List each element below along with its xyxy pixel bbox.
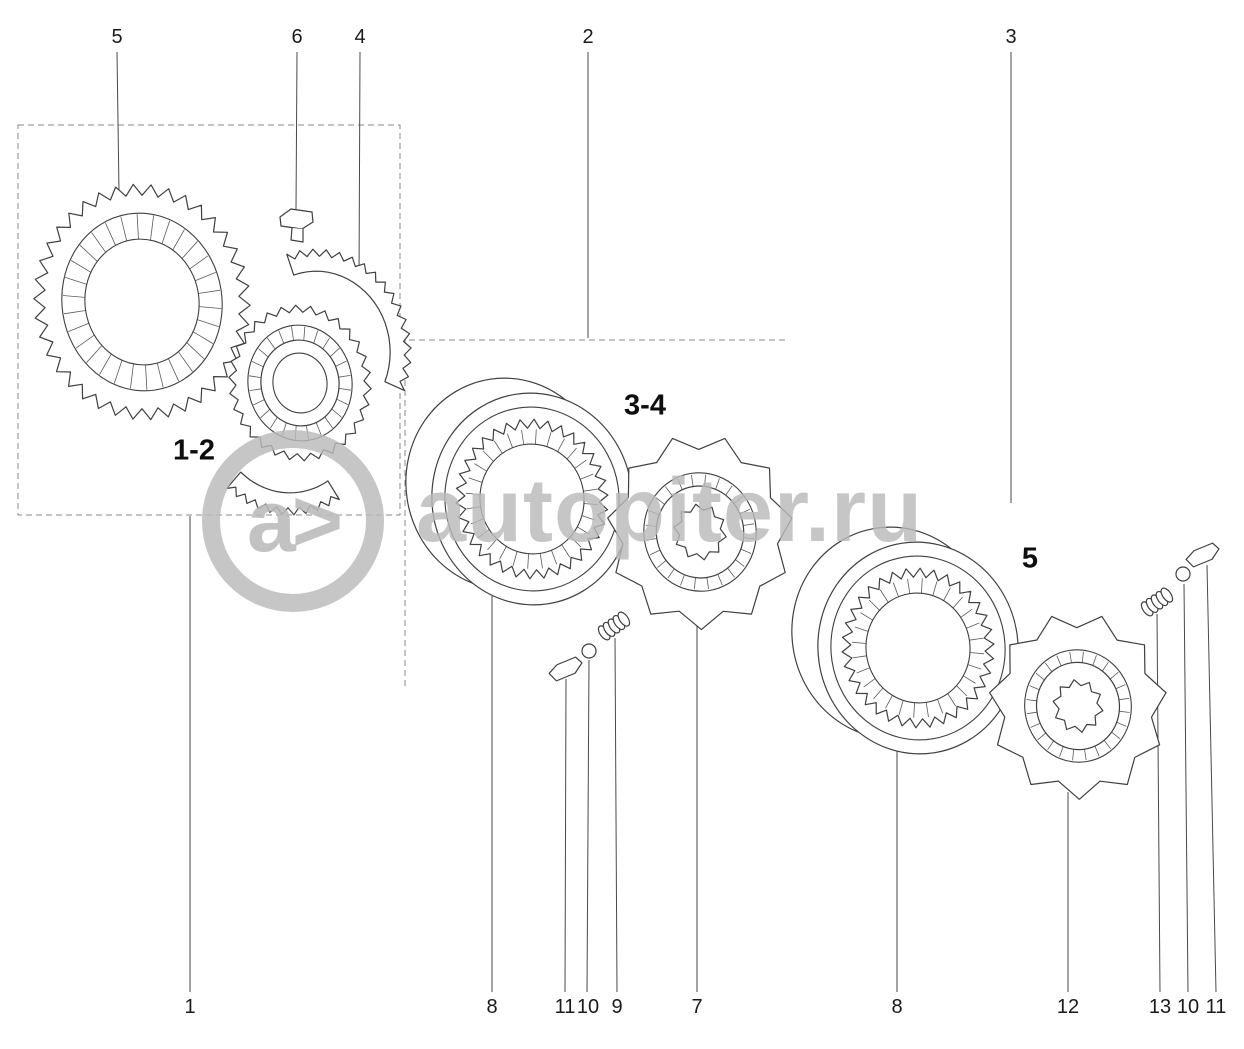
callout-bottom-12: 12 xyxy=(1056,996,1080,1018)
group-label-1-2: 1-2 xyxy=(173,434,215,467)
callout-top-2: 2 xyxy=(582,26,594,48)
callout-bottom-10a: 10 xyxy=(576,996,600,1018)
coupling-sleeve-part-8-front xyxy=(405,377,633,606)
callout-bottom-1: 1 xyxy=(184,996,196,1018)
callout-bottom-9: 9 xyxy=(611,996,623,1018)
callout-bottom-8a: 8 xyxy=(486,996,498,1018)
callout-top-3: 3 xyxy=(1005,26,1017,48)
detent-ball-part-10-a xyxy=(581,643,597,659)
callout-bottom-8b: 8 xyxy=(891,996,903,1018)
detent-ball-part-10-b xyxy=(1175,566,1191,582)
callout-top-5: 5 xyxy=(111,26,123,48)
callout-bottom-10b: 10 xyxy=(1176,996,1200,1018)
callout-bottom-11b: 11 xyxy=(1205,996,1227,1018)
synchro-hub-part-7 xyxy=(607,437,793,631)
callout-bottom-11a: 11 xyxy=(554,996,576,1018)
detent-spring-part-13 xyxy=(1140,587,1174,617)
retainer-block-part-6 xyxy=(279,208,314,243)
slider-block-part-11-a xyxy=(548,656,583,682)
detent-spring-part-9 xyxy=(597,611,631,641)
synchronizer-assembly-1-2 xyxy=(226,248,412,516)
coupling-sleeve-part-8-rear xyxy=(791,526,1019,755)
callout-bottom-7: 7 xyxy=(691,996,703,1018)
synchro-hub-part-12 xyxy=(989,615,1167,800)
callout-top-4: 4 xyxy=(354,26,366,48)
callout-bottom-13: 13 xyxy=(1148,996,1172,1018)
leader-lines xyxy=(116,51,1217,993)
slider-block-part-11-b xyxy=(1185,542,1220,568)
gear-ring-part-5 xyxy=(33,183,251,421)
group-label-3-4: 3-4 xyxy=(624,389,666,422)
group-label-5: 5 xyxy=(1021,542,1039,575)
callout-top-6: 6 xyxy=(291,26,303,48)
